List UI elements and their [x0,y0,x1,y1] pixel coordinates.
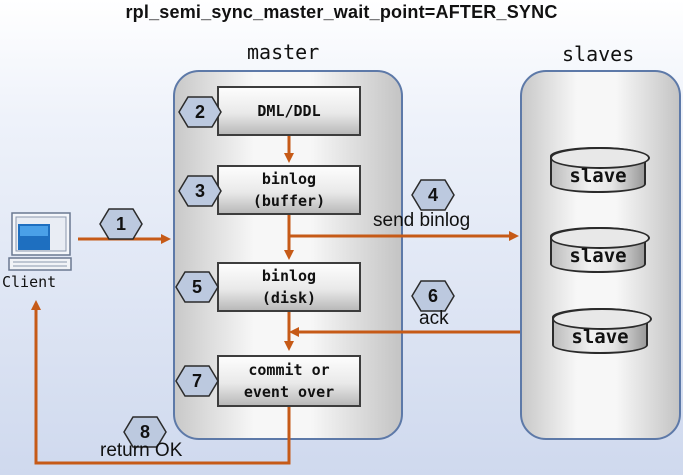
arrow-return-ok [31,300,291,465]
step-dml-box: DML/DDL [217,86,361,136]
slave-db-1: slave [550,147,650,193]
slave-db-2-top [550,227,650,249]
badge-4: 4 [410,178,456,212]
slave-db-2: slave [550,227,650,273]
badge-1-label: 1 [115,213,126,234]
step-commit-label: commit or event over [243,361,335,401]
badge-8-label: 8 [139,421,150,442]
slave-db-1-label: slave [569,165,627,187]
badge-2: 2 [177,95,223,129]
diagram-title: rpl_semi_sync_master_wait_point=AFTER_SY… [125,2,558,22]
step-dml-label: DML/DDL [257,102,321,120]
step-commit-box: commit or event over [217,355,361,407]
client-label: Client [2,273,57,291]
badge-3: 3 [177,174,223,208]
badge-1: 1 [98,207,144,241]
badge-3-label: 3 [194,180,205,201]
client-computer-icon [8,212,72,271]
slave-db-1-top [550,147,650,169]
slave-db-3-top [552,308,652,330]
badge-2-label: 2 [194,101,205,122]
step-binlog-buffer-label: binlog (buffer) [252,170,326,210]
send-binlog-label: send binlog [373,210,471,231]
step-binlog-buffer-box: binlog (buffer) [217,165,361,215]
badge-8: 8 [122,415,168,449]
slaves-header: slaves [562,42,635,66]
slave-db-3-label: slave [571,326,629,348]
ack-label: ack [419,308,449,329]
slave-db-2-label: slave [569,245,627,267]
master-header: master [247,40,320,64]
badge-7: 7 [174,364,220,398]
badge-6: 6 [410,279,456,313]
badge-7-label: 7 [191,370,202,391]
return-ok-label: return OK [100,440,183,461]
step-binlog-disk-label: binlog (disk) [261,267,317,307]
step-binlog-disk-box: binlog (disk) [217,262,361,312]
badge-5: 5 [174,270,220,304]
badge-4-label: 4 [427,184,438,205]
badge-6-label: 6 [427,285,438,306]
badge-5-label: 5 [191,276,202,297]
slave-db-3: slave [552,308,652,354]
